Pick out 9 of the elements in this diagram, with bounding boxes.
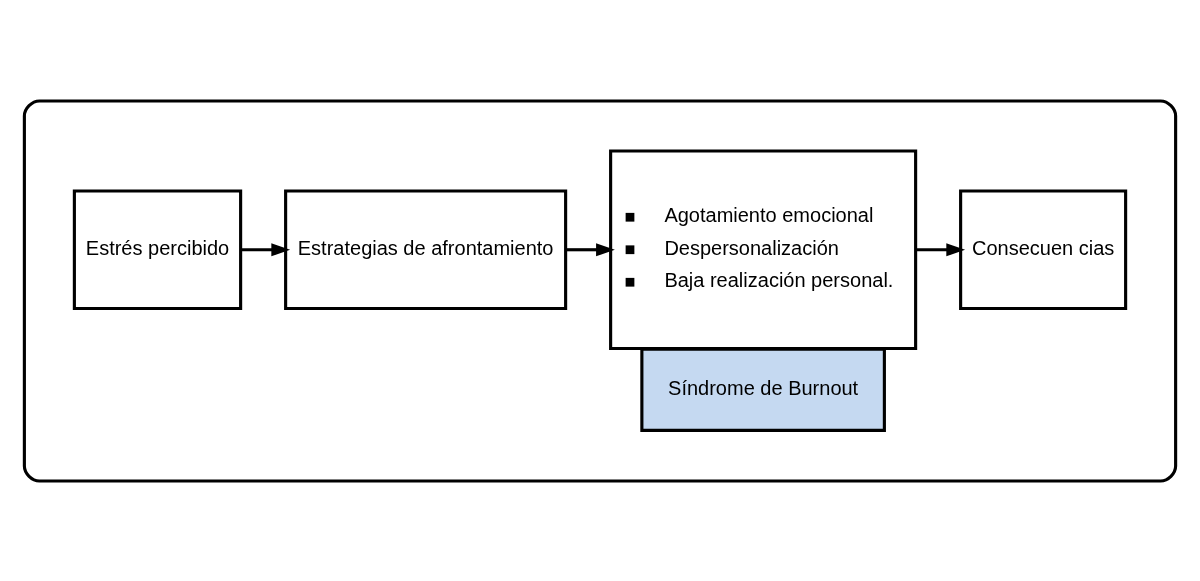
node-box: Estrategias de afrontamiento [284, 188, 568, 310]
arrow [241, 242, 291, 256]
cluster [22, 98, 1178, 483]
node-box: Agotamiento emocional Despersonalización Baja realización personal. [609, 148, 918, 350]
node-box: Estrés percibido [72, 188, 243, 310]
arrow [566, 242, 615, 256]
arrow [915, 242, 966, 256]
node-box: Consecuen cias [959, 188, 1128, 310]
node-box: Síndrome de Burnout [640, 347, 886, 432]
